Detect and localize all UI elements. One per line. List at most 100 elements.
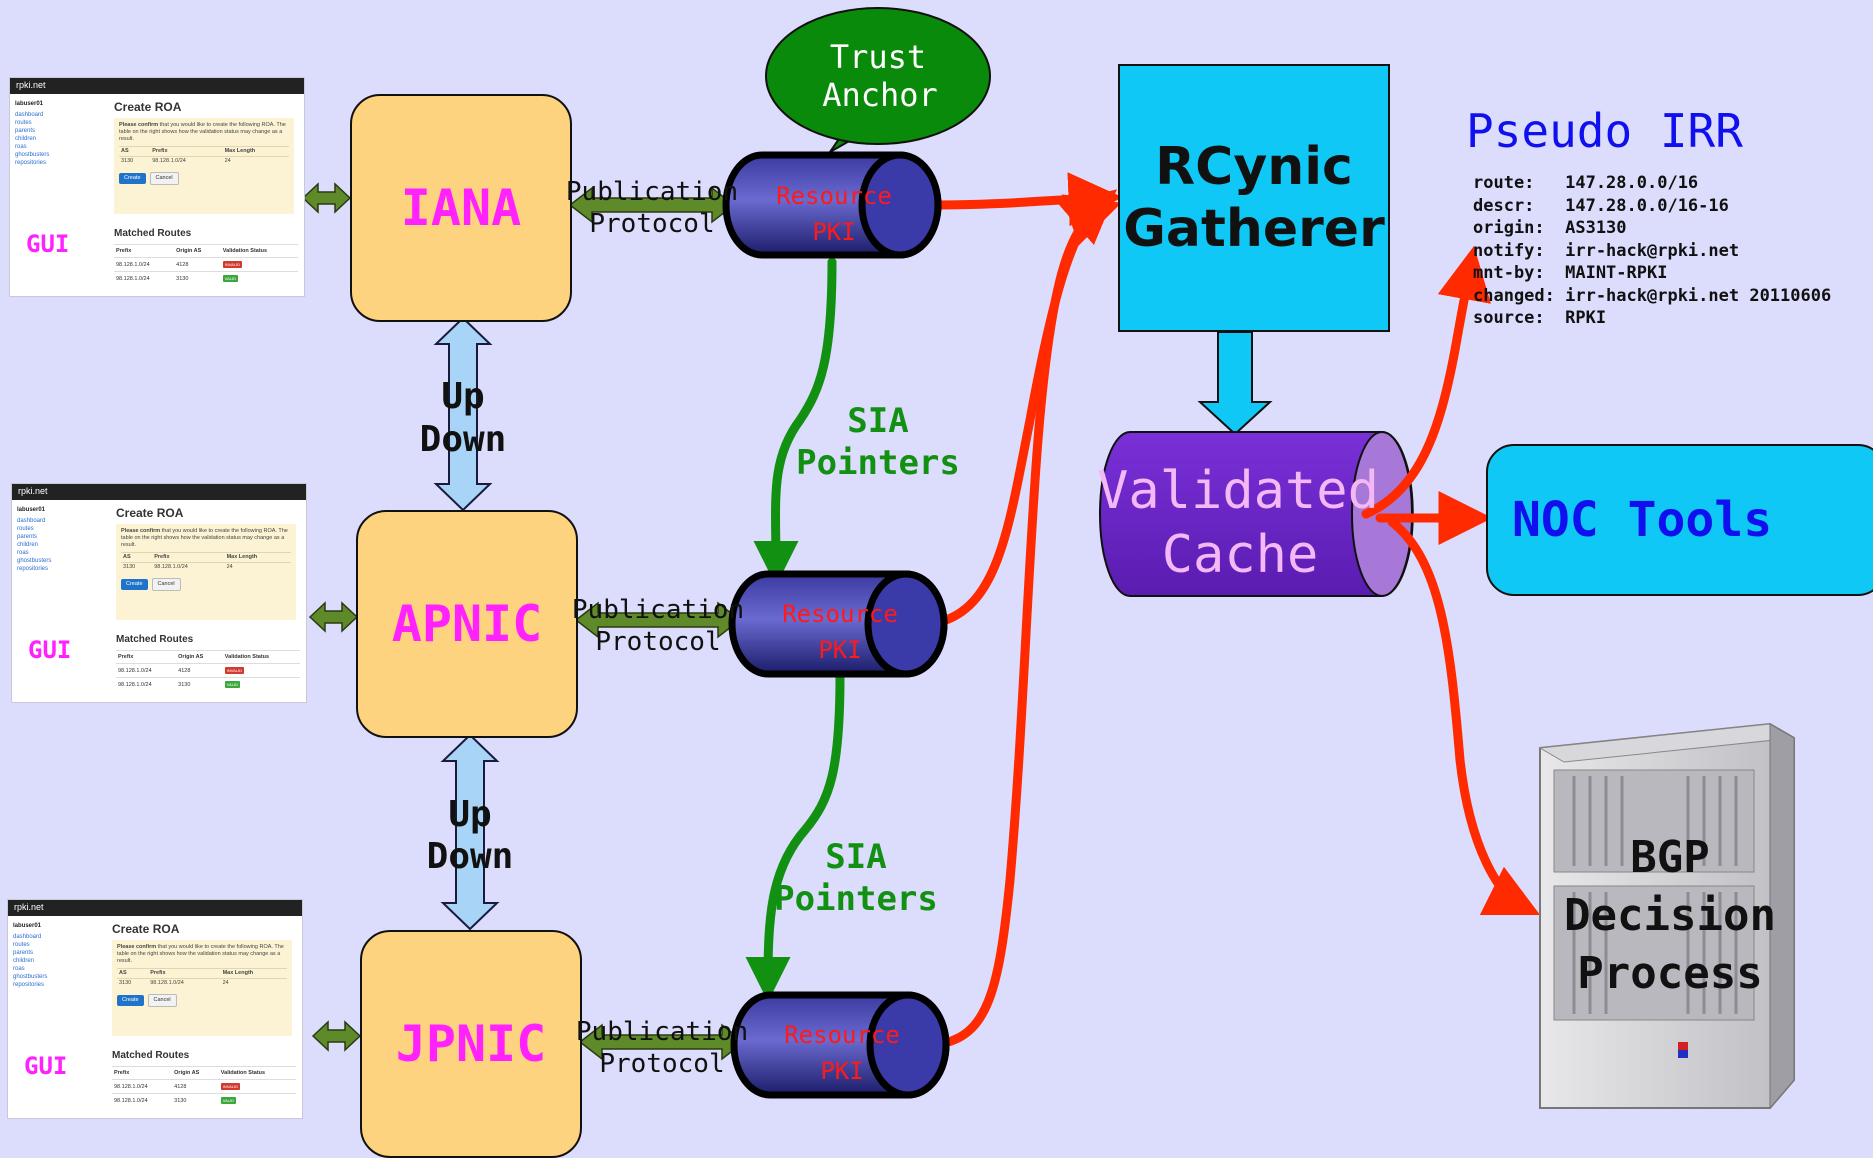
trust-anchor-line2: Anchor [822, 76, 938, 114]
gui-nav-item: parents [17, 534, 38, 540]
gui-brand: rpki.net [14, 902, 44, 912]
gui-matched-header: Validation Status [220, 244, 298, 258]
pseudo-irr-line: source: RPKI [1473, 308, 1607, 328]
gui-matched-cell: 3130 [176, 677, 223, 691]
gui-matched-cell: 4128 [174, 257, 221, 272]
apnic-pki-line2: PKI [818, 636, 861, 664]
gui-confirm-panel: Please confirm that you would like to cr… [112, 940, 292, 1036]
gui-screenshot-iana: rpki.net labuser01 dashboard routes pare… [10, 78, 304, 296]
cache-to-pseudo-irr-arrow [1361, 245, 1491, 519]
gui-screenshot-apnic: rpki.net labuser01 dashboard routes pare… [12, 484, 306, 702]
sia-2-line1: SIA [825, 837, 886, 877]
bgp-line1: BGP [1630, 832, 1709, 883]
gui-roa-cell: 98.128.1.0/24 [148, 978, 221, 988]
gui-confirm-text: that you would like to create the follow… [121, 528, 288, 548]
gui-nav-item: routes [15, 120, 32, 126]
rcynic-to-cache-arrow [1197, 331, 1273, 436]
gui-status-badge: VALID [220, 1097, 237, 1104]
gui-nav-item: ghostbusters [15, 152, 50, 158]
gui-matched-cell: 98.128.1.0/24 [114, 257, 175, 272]
updown-2-line1: Up [448, 794, 491, 835]
gui-roa-cell: 24 [224, 562, 291, 572]
gui-matched-header: Origin AS [176, 650, 223, 664]
gui-topbar: rpki.net [12, 484, 306, 500]
gui-matched-header: Origin AS [174, 244, 221, 258]
gui-confirm-bold: Please confirm [117, 944, 157, 950]
gui-confirm-panel: Please confirm that you would like to cr… [114, 118, 294, 214]
apnic-pki-line1: Resource [782, 600, 898, 628]
gui-roa-header: AS [121, 552, 153, 563]
bgp-line3: Process [1577, 948, 1762, 999]
gui-status-badge: INVALID [222, 261, 243, 268]
gui-cancel-button: Cancel [147, 994, 177, 1007]
gui-confirm-text: that you would like to create the follow… [117, 944, 284, 964]
gui-matched-title: Matched Routes [114, 228, 192, 239]
cache-to-bgp-arrow [1387, 517, 1541, 916]
rcynic-line1: RCynic [1155, 137, 1353, 197]
sia-1-line2: Pointers [796, 443, 960, 483]
jpnic-box: JPNIC [360, 930, 582, 1158]
gui-matched-header: Origin AS [172, 1066, 219, 1080]
rcynic-fetch-arrows [933, 172, 1123, 1047]
apnic-publication-line2: Protocol [595, 627, 720, 657]
updown-1-line1: Up [441, 376, 484, 417]
gui-confirm-bold: Please confirm [119, 122, 159, 128]
apnic-label: APNIC [391, 595, 543, 653]
pseudo-irr-line: origin: AS3130 [1473, 218, 1627, 238]
gui-matched-cell: 98.128.1.0/24 [112, 1079, 173, 1094]
pseudo-irr-line: route: 147.28.0.0/16 [1473, 173, 1699, 193]
gui-nav-item: repositories [13, 982, 45, 988]
gui-nav-item: ghostbusters [17, 558, 52, 564]
gui-nav-item: roas [17, 550, 29, 556]
gui-nav-item: repositories [17, 566, 49, 572]
gui-status-badge: VALID [224, 681, 241, 688]
apnic-publication-line1: Publication [572, 595, 744, 625]
gui-roa-header: AS [119, 146, 151, 157]
updown-2-line2: Down [427, 836, 514, 877]
gui-matched-cell: INVALID [218, 1079, 296, 1094]
iana-pki-line2: PKI [812, 218, 855, 246]
gui-nav-item: roas [15, 144, 27, 150]
bgp-server [1538, 722, 1796, 1110]
pseudo-irr-line: changed: irr-hack@rpki.net 20110606 [1473, 285, 1832, 306]
gui-status-badge: INVALID [224, 667, 245, 674]
pseudo-irr-title: Pseudo IRR [1466, 104, 1743, 158]
gui-matched-title: Matched Routes [112, 1050, 190, 1061]
pki-cylinders [722, 151, 950, 1099]
gui-matched-header: Prefix [116, 650, 177, 664]
gui-label: GUI [26, 230, 70, 258]
updown-arrows [433, 316, 500, 931]
gui-roa-header: Max Length [220, 968, 287, 979]
iana-pki-line1: Resource [776, 182, 892, 210]
iana-resource-pki-cylinder [722, 151, 942, 259]
gui-matched-header: Validation Status [222, 650, 300, 664]
gui-matched-header: Prefix [114, 244, 175, 258]
iana-publication-line1: Publication [566, 177, 738, 207]
gui-nav-item: children [17, 542, 39, 548]
gui-roa-header: Max Length [224, 552, 291, 563]
gui-status-badge: VALID [222, 275, 239, 282]
gui-brand: rpki.net [18, 486, 48, 496]
gui-nav-item: routes [13, 942, 30, 948]
gui-nav-item: dashboard [15, 112, 44, 118]
jpnic-pki-to-rcynic-arrow [943, 194, 1122, 1047]
apnic-box: APNIC [356, 510, 578, 738]
gui-sidebar: labuser01 dashboard routes parents child… [17, 506, 87, 573]
gui-matched-cell: 98.128.1.0/24 [116, 677, 177, 691]
gui-nav-item: roas [13, 966, 25, 972]
cache-output-arrows [1361, 245, 1541, 916]
gui-brand: rpki.net [16, 80, 46, 90]
gui-matched-cell: VALID [220, 271, 298, 285]
gui-topbar: rpki.net [10, 78, 304, 94]
gui-nav-item: children [13, 958, 35, 964]
rcynic-gatherer-box: RCynic Gatherer [1118, 64, 1390, 332]
gui-create-button: Create [117, 995, 144, 1006]
gui-nav-item: children [15, 136, 37, 142]
gui-label: GUI [24, 1052, 68, 1080]
rcynic-line2: Gatherer [1123, 199, 1385, 259]
gui-nav-item: dashboard [17, 518, 46, 524]
